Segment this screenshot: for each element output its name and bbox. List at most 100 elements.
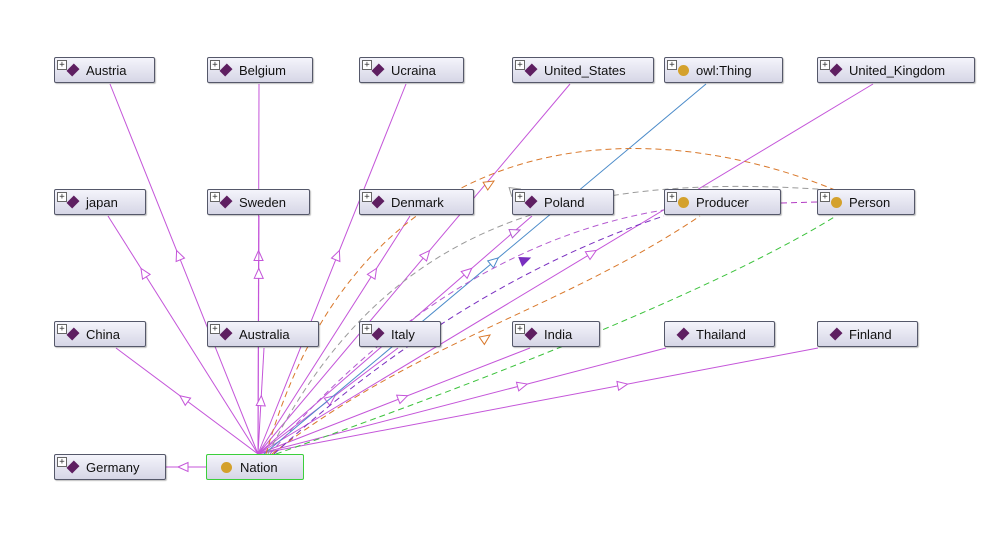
node-owl-thing[interactable]: + owl:Thing <box>664 57 783 83</box>
arrowhead-united_states <box>418 249 431 262</box>
node-belgium[interactable]: + Belgium <box>207 57 313 83</box>
node-poland[interactable]: + Poland <box>512 189 614 215</box>
expand-icon[interactable]: + <box>820 60 830 70</box>
node-label: United_Kingdom <box>849 62 946 78</box>
expand-icon[interactable]: + <box>57 60 67 70</box>
instance-edge-denmark <box>257 215 411 455</box>
node-thailand[interactable]: Thailand <box>664 321 775 347</box>
expand-icon[interactable]: + <box>515 60 525 70</box>
node-ucraina[interactable]: + Ucraina <box>359 57 464 83</box>
arrowhead-orange-producer <box>478 334 491 346</box>
arrowhead-purple-producer <box>518 257 532 267</box>
expand-icon[interactable]: + <box>210 324 220 334</box>
expand-icon[interactable]: + <box>362 192 372 202</box>
node-germany[interactable]: + Germany <box>54 454 166 480</box>
diamond-icon <box>219 195 233 209</box>
instance-edge-united_kingdom <box>257 83 874 455</box>
expand-icon[interactable]: + <box>667 60 677 70</box>
node-italy[interactable]: + Italy <box>359 321 441 347</box>
node-label: Austria <box>86 62 127 78</box>
expand-icon[interactable]: + <box>515 324 525 334</box>
node-denmark[interactable]: + Denmark <box>359 189 474 215</box>
diamond-icon <box>371 63 385 77</box>
green-edge-person <box>275 215 837 455</box>
node-label: Ucraina <box>391 62 436 78</box>
instance-edge-ucraina <box>257 83 407 455</box>
expand-icon[interactable]: + <box>210 192 220 202</box>
expand-icon[interactable]: + <box>57 192 67 202</box>
arrowhead-germany <box>176 461 189 473</box>
expand-icon[interactable]: + <box>362 60 372 70</box>
diamond-icon <box>66 460 80 474</box>
node-label: Person <box>849 194 891 210</box>
node-united-states[interactable]: + United_States <box>512 57 654 83</box>
arrowhead-thailand <box>515 381 529 392</box>
arrowhead-owl-thing <box>486 257 500 269</box>
node-label: Australia <box>239 326 290 342</box>
node-label: India <box>544 326 573 342</box>
node-india[interactable]: + India <box>512 321 600 347</box>
circle-icon <box>831 196 842 208</box>
node-nation[interactable]: Nation <box>206 454 304 480</box>
instance-edge-japan <box>107 215 259 455</box>
node-label: United_States <box>544 62 626 78</box>
node-person[interactable]: + Person <box>817 189 915 215</box>
diamond-icon <box>219 63 233 77</box>
orange-edge-producer <box>271 215 701 455</box>
node-austria[interactable]: + Austria <box>54 57 155 83</box>
arrowhead-sweden <box>253 267 265 279</box>
expand-icon[interactable]: + <box>57 324 67 334</box>
node-label: China <box>86 326 120 342</box>
node-united-kingdom[interactable]: + United_Kingdom <box>817 57 975 83</box>
diamond-icon <box>829 63 843 77</box>
node-sweden[interactable]: + Sweden <box>207 189 310 215</box>
arrowhead-united_kingdom <box>584 249 598 261</box>
diamond-icon <box>524 63 538 77</box>
node-finland[interactable]: Finland <box>817 321 918 347</box>
instance-edge-austria <box>109 83 259 455</box>
node-label: Poland <box>544 194 585 210</box>
diamond-icon <box>66 327 80 341</box>
circle-icon <box>678 196 689 208</box>
instance-edge-united_states <box>257 83 571 455</box>
magenta-edge-producer-person <box>780 201 818 204</box>
arrowhead-denmark <box>366 267 378 281</box>
arrowhead-italy <box>323 394 336 407</box>
node-label: Belgium <box>239 62 286 78</box>
arrowhead-finland <box>616 380 629 392</box>
node-label: Italy <box>391 326 415 342</box>
expand-icon[interactable]: + <box>57 457 67 467</box>
node-producer[interactable]: + Producer <box>664 189 781 215</box>
node-label: Producer <box>696 194 749 210</box>
circle-icon <box>678 64 689 76</box>
diamond-icon <box>371 327 385 341</box>
node-china[interactable]: + China <box>54 321 146 347</box>
arrowhead-poland <box>460 267 473 280</box>
purple-edge-producer <box>273 215 665 455</box>
expand-icon[interactable]: + <box>210 60 220 70</box>
node-label: Finland <box>849 326 892 342</box>
arrowhead-australia <box>255 394 266 407</box>
expand-icon[interactable]: + <box>667 192 677 202</box>
arrowhead-ucraina <box>330 249 341 263</box>
violet-edge-producer <box>269 209 665 455</box>
node-label: Thailand <box>696 326 746 342</box>
expand-icon[interactable]: + <box>515 192 525 202</box>
arrowhead-india <box>395 394 409 405</box>
arrowhead-austria <box>175 249 186 263</box>
expand-icon[interactable]: + <box>820 192 830 202</box>
expand-icon[interactable]: + <box>362 324 372 334</box>
arrowhead-japan <box>140 267 152 281</box>
diamond-icon <box>524 195 538 209</box>
node-label: owl:Thing <box>696 62 752 78</box>
circle-icon <box>221 461 232 473</box>
node-label: Germany <box>86 459 140 475</box>
diamond-icon <box>524 327 538 341</box>
node-japan[interactable]: + japan <box>54 189 146 215</box>
diamond-icon <box>219 327 233 341</box>
node-australia[interactable]: + Australia <box>207 321 319 347</box>
arrowhead-violet-producer <box>508 229 522 239</box>
arrowhead-orange-person <box>482 180 496 191</box>
diamond-icon <box>66 195 80 209</box>
